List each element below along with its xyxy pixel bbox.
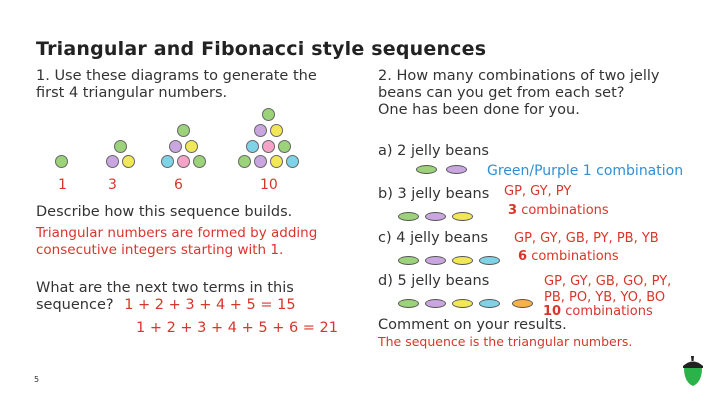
jelly-bean-purple <box>446 165 467 174</box>
jelly-bean-orange <box>512 299 533 308</box>
page-number: 5 <box>34 375 40 384</box>
part-c-combos: GP, GY, GB, PY, PB, YB <box>514 231 659 246</box>
triangular-number-3: 6 <box>174 177 183 193</box>
part-a-answer: Green/Purple 1 combination <box>487 163 684 179</box>
jelly-bean-blue <box>479 299 500 308</box>
question-2: 2. How many combinations of two jelly be… <box>378 68 660 119</box>
dot <box>278 140 291 153</box>
dot <box>254 124 267 137</box>
dot <box>106 155 119 168</box>
part-b-combos: GP, GY, PY <box>504 184 572 199</box>
describe-answer: Triangular numbers are formed by adding … <box>36 225 317 259</box>
jelly-bean-purple <box>425 256 446 265</box>
next-sum-1: 1 + 2 + 3 + 4 + 5 = 15 <box>124 297 296 313</box>
dot <box>262 140 275 153</box>
jelly-bean-green <box>398 299 419 308</box>
next-line-2: sequence? 1 + 2 + 3 + 4 + 5 = 15 <box>36 297 296 313</box>
dot <box>177 124 190 137</box>
q2-line-1: 2. How many combinations of two jelly <box>378 68 660 84</box>
page-title: Triangular and Fibonacci style sequences <box>36 38 487 60</box>
dot <box>55 155 68 168</box>
answer-line-2: consecutive integers starting with 1. <box>36 242 284 258</box>
jelly-bean-green <box>398 256 419 265</box>
jelly-bean-purple <box>425 212 446 221</box>
dot <box>177 155 190 168</box>
question-1: 1. Use these diagrams to generate the fi… <box>36 68 317 102</box>
part-d-count-line: 10 combinations <box>543 304 653 319</box>
jelly-bean-green <box>398 212 419 221</box>
part-c-label: c) 4 jelly beans <box>378 230 489 246</box>
dot <box>270 124 283 137</box>
dot <box>286 155 299 168</box>
part-d-count: 10 <box>543 304 562 319</box>
part-a-label: a) 2 jelly beans <box>378 143 489 159</box>
jelly-bean-purple <box>425 299 446 308</box>
describe-prompt: Describe how this sequence builds. <box>36 204 293 220</box>
q1-line-1: 1. Use these diagrams to generate the <box>36 68 317 84</box>
dot <box>254 155 267 168</box>
dot <box>185 140 198 153</box>
triangular-number-1: 1 <box>58 177 67 193</box>
part-b-label: b) 3 jelly beans <box>378 186 490 202</box>
next-sum-2: 1 + 2 + 3 + 4 + 5 + 6 = 21 <box>136 320 339 336</box>
dot <box>114 140 127 153</box>
dot <box>122 155 135 168</box>
q1-line-2: first 4 triangular numbers. <box>36 85 228 101</box>
jelly-bean-yellow <box>452 299 473 308</box>
next-terms-question: What are the next two terms in this sequ… <box>36 280 296 314</box>
triangular-number-2: 3 <box>108 177 117 193</box>
part-b-count-line: 3 combinations <box>508 203 609 218</box>
dot <box>161 155 174 168</box>
jelly-bean-yellow <box>452 212 473 221</box>
comment-answer: The sequence is the triangular numbers. <box>378 334 633 349</box>
next-line-1: What are the next two terms in this <box>36 280 294 296</box>
q2-line-2: beans can you get from each set? <box>378 85 625 101</box>
dot <box>169 140 182 153</box>
comment-prompt: Comment on your results. <box>378 317 567 333</box>
dot <box>270 155 283 168</box>
part-c-count-line: 6 combinations <box>518 249 619 264</box>
acorn-icon <box>680 354 706 392</box>
part-c-count: 6 <box>518 249 528 264</box>
jelly-bean-yellow <box>452 256 473 265</box>
part-d-combos-line-2: PB, PO, YB, YO, BO <box>544 290 666 305</box>
jelly-bean-green <box>416 165 437 174</box>
jelly-bean-blue <box>479 256 500 265</box>
dot <box>246 140 259 153</box>
dot <box>238 155 251 168</box>
part-c-count-word: combinations <box>531 249 619 264</box>
part-b-count-word: combinations <box>521 203 609 218</box>
dot <box>262 108 275 121</box>
answer-line-1: Triangular numbers are formed by adding <box>36 225 318 241</box>
part-d-count-word: combinations <box>565 304 653 319</box>
part-d-combos-line-1: GP, GY, GB, GO, PY, <box>544 274 672 289</box>
part-d-label: d) 5 jelly beans <box>378 273 490 289</box>
q2-line-3: One has been done for you. <box>378 102 580 118</box>
dot <box>193 155 206 168</box>
triangular-number-4: 10 <box>260 177 278 193</box>
part-b-count: 3 <box>508 203 518 218</box>
part-d-combos: GP, GY, GB, GO, PY, PB, PO, YB, YO, BO <box>544 274 671 306</box>
